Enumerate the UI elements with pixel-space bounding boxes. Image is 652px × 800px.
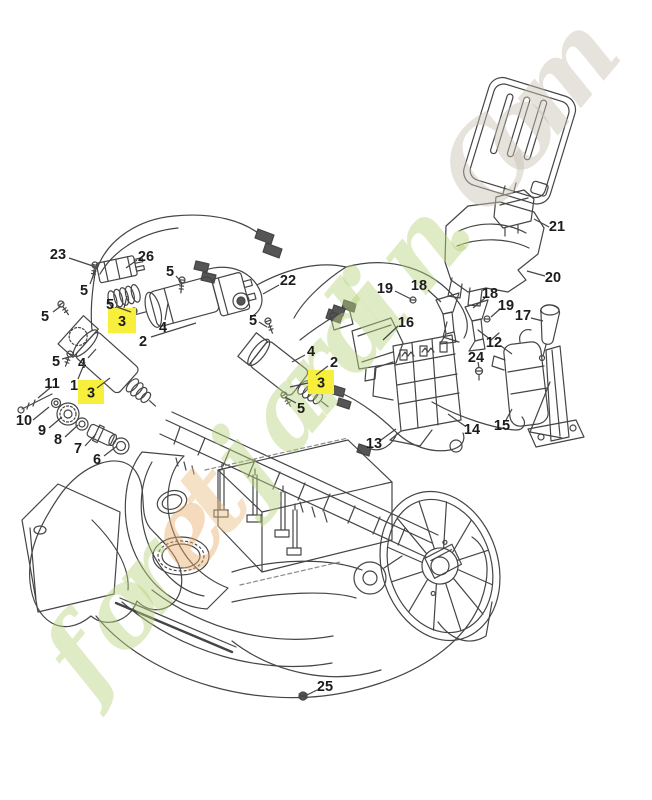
part-number-label: 1 xyxy=(70,378,78,394)
leader-line xyxy=(89,270,96,285)
part-number-label: 15 xyxy=(494,418,510,434)
part-number-label: 4 xyxy=(159,320,167,336)
part-number-label: 7 xyxy=(74,441,82,457)
part-number-label: 5 xyxy=(80,283,88,299)
part-number-label: 10 xyxy=(16,413,32,429)
part-number-label: 4 xyxy=(78,356,86,372)
leader-line xyxy=(289,382,309,388)
leader-line xyxy=(77,361,86,380)
leader-line xyxy=(61,356,70,360)
part-number-label: 20 xyxy=(545,270,561,286)
leader-line xyxy=(125,259,138,269)
part-number-label: 5 xyxy=(41,309,49,325)
leader-line xyxy=(64,424,79,438)
leader-line xyxy=(87,348,97,359)
leader-line xyxy=(84,433,97,447)
leader-line xyxy=(490,308,501,318)
leader-line xyxy=(291,354,306,363)
part-number-label: 4 xyxy=(307,344,315,360)
leader-line xyxy=(380,428,397,441)
part-number-label: 5 xyxy=(52,354,60,370)
motor-spring-top xyxy=(107,284,141,309)
highlight-box xyxy=(308,370,334,394)
part-number-label: 5 xyxy=(297,401,305,417)
motor-right-wire xyxy=(299,313,339,341)
battery-tray xyxy=(444,201,545,307)
leader-line xyxy=(284,396,297,404)
part-number-label: 16 xyxy=(398,315,414,331)
part-number-label: 2 xyxy=(139,334,147,350)
leader-line xyxy=(500,345,513,355)
highlighted-part-number: 3 xyxy=(317,376,325,392)
leader-line xyxy=(103,445,118,457)
leader-line xyxy=(48,416,63,429)
part-number-label: 21 xyxy=(549,219,565,235)
part-number-label: 8 xyxy=(54,432,62,448)
highlight-box xyxy=(108,308,136,333)
part-number-label: 5 xyxy=(249,313,257,329)
leader-line xyxy=(123,295,128,309)
part-number-label: 13 xyxy=(366,436,382,452)
leader-line xyxy=(164,302,169,321)
leader-line xyxy=(530,317,544,322)
drive-motor-top xyxy=(129,272,257,328)
highlighted-part-number: 3 xyxy=(87,386,95,402)
leader-line xyxy=(315,365,329,376)
leader-line xyxy=(382,325,399,341)
leader-line xyxy=(306,689,318,696)
leader-line xyxy=(526,270,546,277)
watermark: foretjardin.Com xyxy=(12,0,645,721)
leader-line xyxy=(505,408,513,421)
leader-line xyxy=(52,305,62,313)
drive-motor-left xyxy=(57,315,157,407)
leader-line xyxy=(175,275,183,284)
part-number-label: 12 xyxy=(486,335,502,351)
leader-line xyxy=(262,284,280,295)
leader-line xyxy=(447,413,466,427)
screw-25 xyxy=(298,691,308,701)
part-number-label: 18 xyxy=(411,278,427,294)
leader-line xyxy=(32,406,50,421)
part-number-label: 18 xyxy=(482,286,498,302)
part-number-label: 19 xyxy=(377,281,393,297)
leader-line xyxy=(472,297,486,309)
mower-deck xyxy=(21,411,493,699)
leader-line xyxy=(96,377,111,389)
rear-wheel xyxy=(379,490,501,642)
module-frame-assembly xyxy=(329,292,585,457)
part-number-label: 5 xyxy=(166,264,174,280)
part-number-label: 22 xyxy=(280,273,296,289)
part-number-label: 2 xyxy=(330,355,338,371)
drive-motor-right xyxy=(237,332,329,408)
part-number-label: 9 xyxy=(38,423,46,439)
leader-line xyxy=(37,387,51,399)
leader-line xyxy=(477,361,480,369)
leader-line xyxy=(258,321,268,328)
deck-pins xyxy=(213,463,302,556)
part-number-label: 23 xyxy=(50,247,66,263)
leader-line xyxy=(394,290,412,300)
leader-line xyxy=(150,322,197,338)
part-number-label: 5 xyxy=(106,297,114,313)
part-number-label: 24 xyxy=(468,350,484,366)
part-number-label: 6 xyxy=(93,452,101,468)
part-number-label: 25 xyxy=(317,679,333,695)
leader-line xyxy=(68,257,97,268)
part-number-label: 19 xyxy=(498,298,514,314)
part-number-label: 14 xyxy=(464,422,480,438)
part-number-label: 26 xyxy=(138,249,154,265)
highlight-box xyxy=(78,380,104,404)
highlight-layer: 3 3 3 xyxy=(78,295,334,404)
leader-line xyxy=(116,306,132,313)
leader-line xyxy=(533,218,550,228)
part-number-label: 17 xyxy=(515,308,531,324)
leader-line xyxy=(427,289,442,303)
highlighted-part-number: 3 xyxy=(118,314,126,330)
part-number-label: 11 xyxy=(44,376,59,392)
